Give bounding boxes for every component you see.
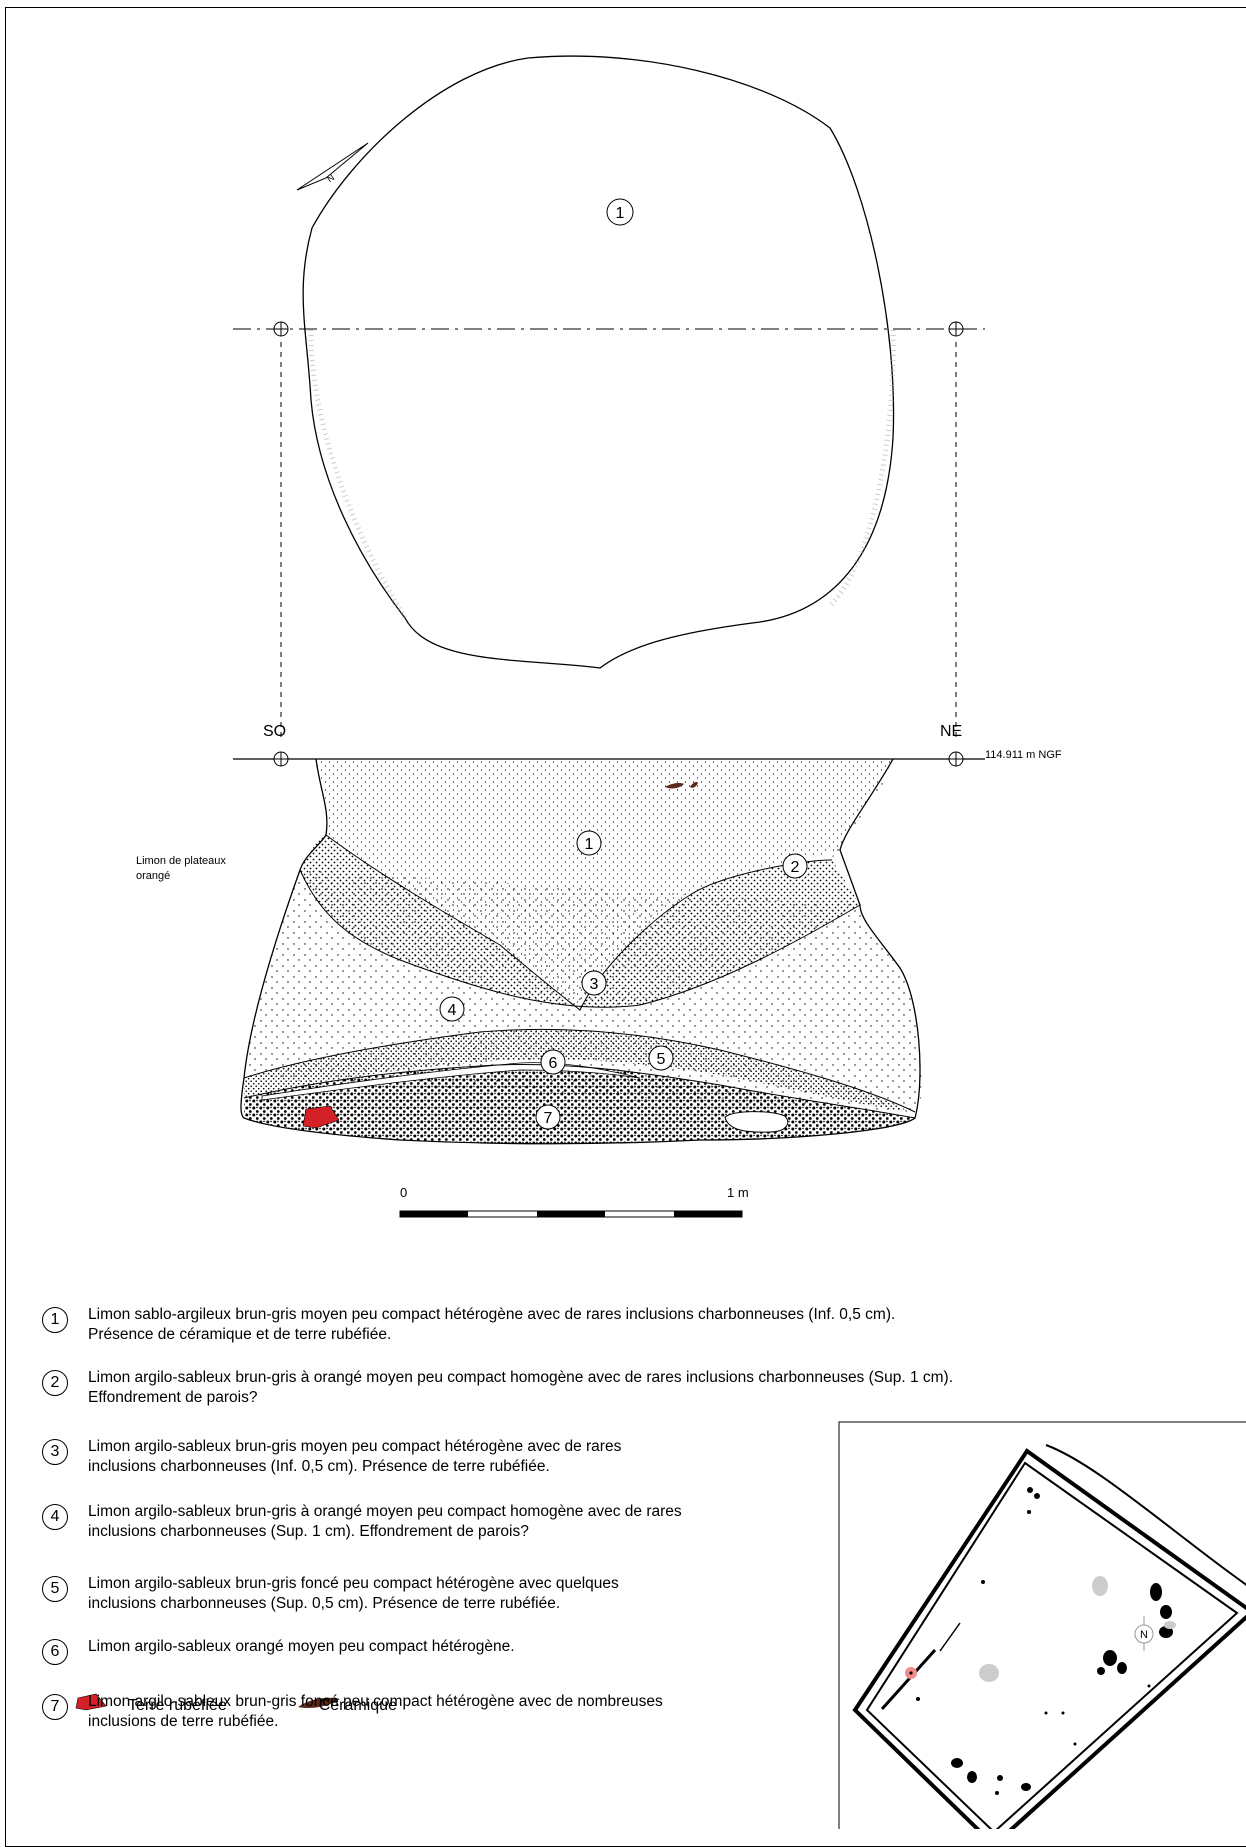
symbol-key: Terre rubéfiée Céramique [80,1697,443,1715]
legend-number-1: 1 [42,1307,68,1333]
surrounding-soil-line-1: Limon de plateaux [136,855,226,867]
enclosure-outer-ditch [1045,1444,1246,1586]
legend-text-1b: Présence de céramique et de terre rubéfi… [88,1326,392,1343]
burnt-earth-swatch-icon [75,1693,107,1711]
legend-text-5b: inclusions charbonneuses (Sup. 0,5 cm). … [88,1595,561,1612]
legend-item-2: 2 Limon argilo-sableux brun-gris à orang… [42,1368,953,1408]
legend-text-4a: Limon argilo-sableux brun-gris à orangé … [88,1503,682,1520]
section-point-left-label: SO [263,723,286,740]
internal-ditch-2 [939,1622,961,1652]
layer-1-fill [316,759,893,1010]
interface-4-5 [243,1028,916,1113]
north-arrow-icon: N [296,142,369,191]
legend-item-5: 5 Limon argilo-sableux brun-gris foncé p… [42,1574,619,1614]
pit-outline [302,55,895,669]
interface-5-7 [243,1063,916,1119]
survey-point-icon-section-right [948,751,964,767]
legend-text-4b: inclusions charbonneuses (Sup. 1 cm). Ef… [88,1523,529,1540]
site-location-map: N [838,1421,1246,1829]
scale-bar: 0 1 m [399,1185,749,1218]
legend-text-7a: Limon argilo-sableux brun-gris foncé peu… [88,1693,663,1710]
plan-layer-number: 1 [616,205,625,222]
section-layer-6-number: 6 [549,1055,558,1072]
section-layer-4-number: 4 [448,1002,457,1019]
legend-text-5a: Limon argilo-sableux brun-gris foncé peu… [88,1575,619,1592]
legend-item-7: 7 Limon argilo-sableux brun-gris foncé p… [42,1692,663,1732]
stone-inclusion [724,1111,789,1133]
legend-text-7b: inclusions de terre rubéfiée. [88,1713,279,1730]
survey-point-icon-plan-left [273,321,289,337]
key-burnt-earth-label: Terre rubéfiée [128,1697,227,1714]
legend-number-2: 2 [42,1370,68,1396]
legend-item-1: 1 Limon sablo-argileux brun-gris moyen p… [42,1305,895,1345]
legend-text-3b: inclusions charbonneuses (Inf. 0,5 cm). … [88,1458,550,1475]
pit-section: SO NE 114.911 m NGF Limon de plateaux or… [136,723,1062,1145]
layer-5-fill [244,1029,910,1112]
legend-item-3: 3 Limon argilo-sableux brun-gris moyen p… [42,1437,621,1477]
enclosure-inner-wall [865,1461,1239,1829]
legend-number-4: 4 [42,1504,68,1530]
section-layer-2-number: 2 [791,859,800,876]
pit-edge-hachure [308,329,896,620]
section-outline [240,758,921,1145]
surrounding-soil-line-2: orangé [136,870,170,882]
section-point-right-label: NE [940,723,962,740]
legend-text-3a: Limon argilo-sableux brun-gris moyen peu… [88,1438,622,1455]
ceramic-inclusion-1 [665,783,684,789]
scale-end-label: 1 m [727,1185,749,1200]
legend-text-2b: Effondrement de parois? [88,1389,258,1406]
map-north-arrow-icon: N [1134,1616,1154,1651]
burnt-earth-inclusion [302,1105,340,1129]
section-layer-1-number: 1 [585,836,594,853]
legend-number-6: 6 [42,1639,68,1665]
feature-pits [916,1487,1176,1795]
key-ceramic-label: Céramique [318,1697,397,1714]
legend-item-4: 4 Limon argilo-sableux brun-gris à orang… [42,1502,682,1542]
interface-3-4 [299,869,861,1008]
interface-1-3 [325,834,833,1011]
legend-text-2a: Limon argilo-sableux brun-gris à orangé … [88,1369,954,1386]
plan-layer-marker [606,198,634,226]
elevation-label: 114.911 m NGF [985,749,1062,761]
layer-6-lens [261,1062,641,1101]
map-north-letter: N [1140,1629,1148,1641]
legend-text-1a: Limon sablo-argileux brun-gris moyen peu… [88,1306,896,1323]
section-layer-markers: 1 2 3 4 5 6 7 [439,830,808,1130]
section-layer-3-number: 3 [590,976,599,993]
ceramic-inclusion-2 [690,782,698,788]
section-layer-7-number: 7 [544,1110,553,1127]
enclosure-outer-wall [852,1448,1246,1829]
ceramic-swatch-icon [298,1697,340,1709]
north-arrow-letter: N [325,172,336,184]
layer-3-fill [300,835,860,1010]
pit-plan: N 1 [233,55,985,740]
survey-point-icon-section-left [273,751,289,767]
key-item-burnt-earth: Terre rubéfiée [128,1697,227,1715]
legend-number-7: 7 [42,1694,68,1720]
key-item-ceramic: Céramique [319,1697,397,1715]
scale-start-label: 0 [400,1185,407,1200]
legend-number-5: 5 [42,1576,68,1602]
survey-point-icon-plan-right [948,321,964,337]
legend-number-3: 3 [42,1439,68,1465]
section-layer-5-number: 5 [657,1051,666,1068]
legend-text-6a: Limon argilo-sableux orangé moyen peu co… [88,1638,515,1655]
legend-item-6: 6 Limon argilo-sableux orangé moyen peu … [42,1637,515,1665]
internal-ditch-1 [880,1648,937,1711]
